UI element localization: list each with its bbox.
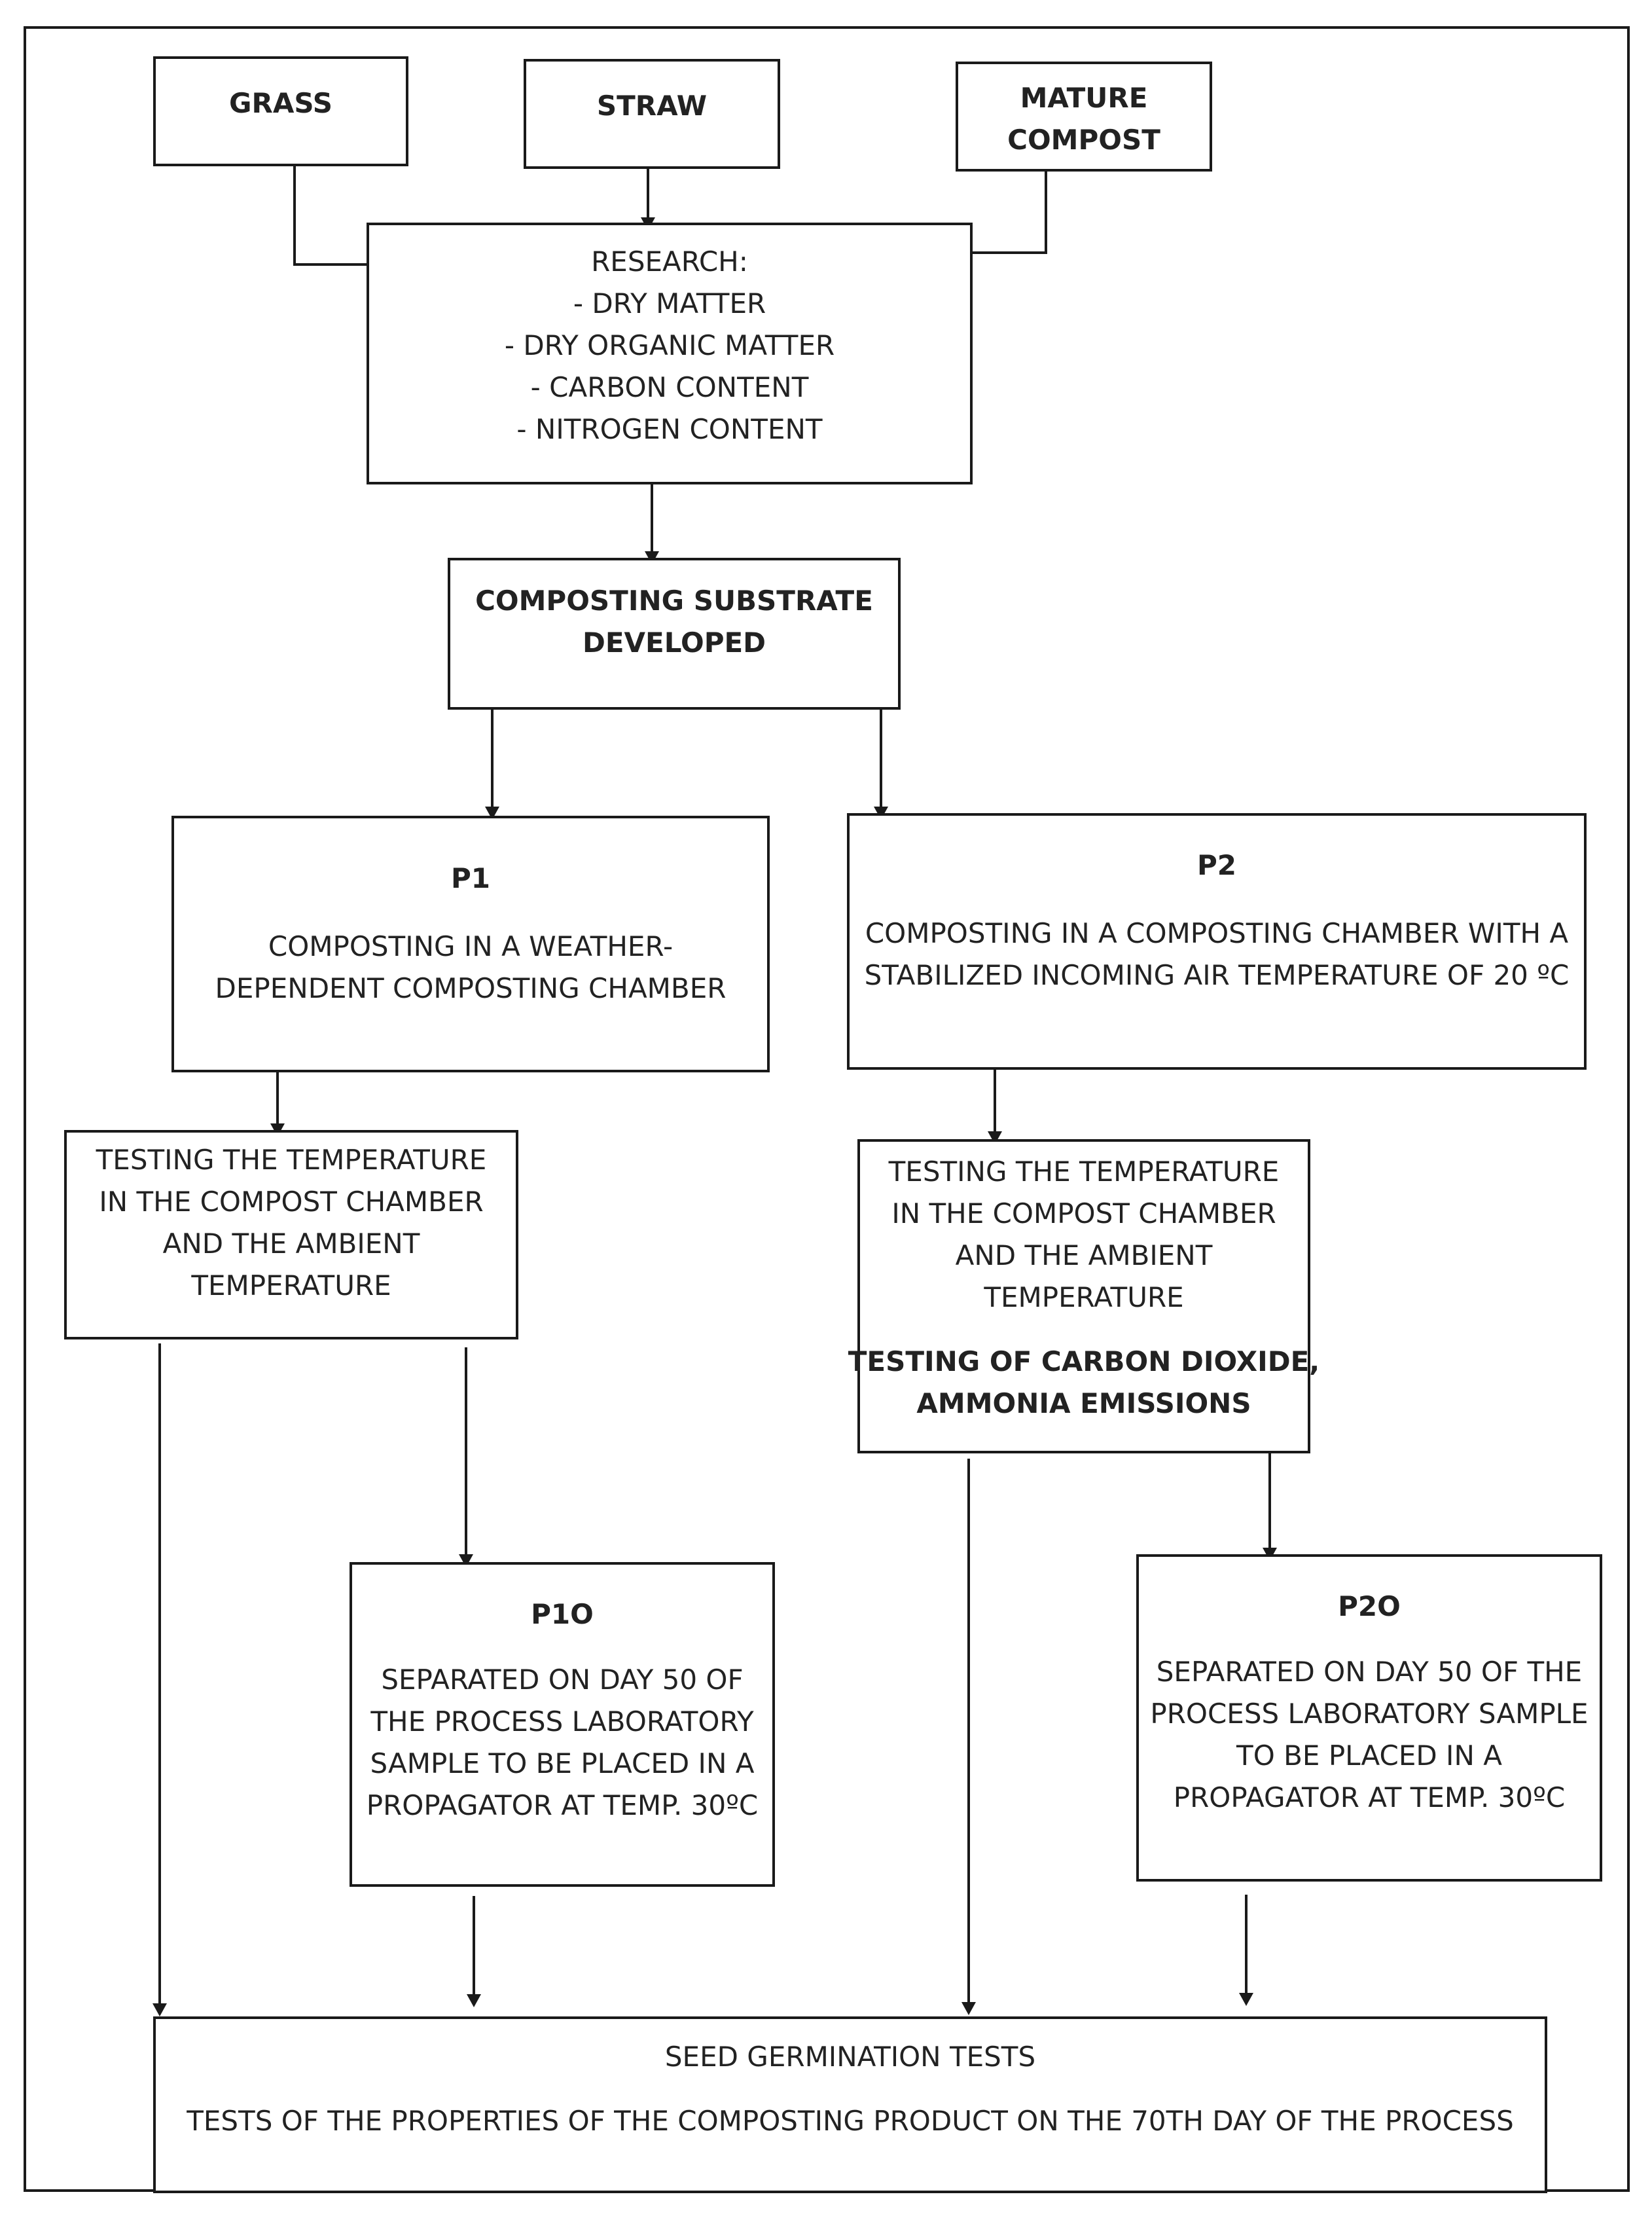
research-box: RESEARCH: - DRY MATTER - DRY ORGANIC MAT…: [367, 223, 973, 484]
research-line-1: RESEARCH:: [591, 246, 748, 278]
final-line-1: SEED GERMINATION TESTS: [664, 2041, 1036, 2073]
p2o-line-4: PROPAGATOR AT TEMP. 30ºC: [1173, 1781, 1566, 1813]
test-p2-line-2: IN THE COMPOST CHAMBER: [891, 1197, 1276, 1229]
p1-line-2: DEPENDENT COMPOSTING CHAMBER: [215, 972, 727, 1004]
research-line-5: - NITROGEN CONTENT: [516, 413, 823, 445]
arrowhead-final-1: [153, 2003, 167, 2016]
grass-box: GRASS: [153, 56, 408, 166]
arrowhead-final-3: [961, 2002, 976, 2015]
p2o-title: P2O: [1338, 1590, 1401, 1622]
substrate-line-2: DEVELOPED: [582, 627, 766, 659]
p1o-line-3: SAMPLE TO BE PLACED IN A: [370, 1747, 755, 1779]
p1o-box: P1O SEPARATED ON DAY 50 OF THE PROCESS L…: [350, 1562, 775, 1887]
arrowhead-p1o: [459, 1554, 473, 1567]
test-p2-line-1: TESTING THE TEMPERATURE: [888, 1156, 1280, 1188]
test-p2-bold-line-2: AMMONIA EMISSIONS: [916, 1387, 1251, 1419]
p2-line-1: COMPOSTING IN A COMPOSTING CHAMBER WITH …: [865, 917, 1569, 949]
p1o-line-2: THE PROCESS LABORATORY: [370, 1705, 754, 1738]
arrow-compost-to-research: [956, 172, 1047, 254]
p2o-line-1: SEPARATED ON DAY 50 OF THE: [1156, 1656, 1583, 1688]
test-p1-line-4: TEMPERATURE: [191, 1269, 391, 1302]
test-p2-line-4: TEMPERATURE: [984, 1281, 1184, 1313]
straw-box: STRAW: [524, 59, 780, 169]
substrate-line-1: COMPOSTING SUBSTRATE: [475, 585, 873, 617]
final-box: SEED GERMINATION TESTS TESTS OF THE PROP…: [153, 2016, 1547, 2193]
arrow-grass-to-research: [293, 166, 370, 266]
p1o-line-4: PROPAGATOR AT TEMP. 30ºC: [366, 1789, 759, 1821]
straw-label: STRAW: [596, 90, 708, 122]
arrowhead-final-2: [467, 1994, 481, 2007]
p1-line-1: COMPOSTING IN A WEATHER-: [268, 930, 673, 962]
p1o-line-1: SEPARATED ON DAY 50 OF: [381, 1664, 744, 1696]
p1-title: P1: [450, 862, 490, 894]
arrowhead-final-4: [1239, 1993, 1253, 2006]
p1o-title: P1O: [531, 1598, 594, 1630]
substrate-box: COMPOSTING SUBSTRATE DEVELOPED: [448, 558, 901, 710]
p2-box: P2 COMPOSTING IN A COMPOSTING CHAMBER WI…: [847, 813, 1587, 1070]
p2o-box: P2O SEPARATED ON DAY 50 OF THE PROCESS L…: [1136, 1554, 1602, 1882]
research-line-3: - DRY ORGANIC MATTER: [504, 329, 835, 361]
test-p1-box: TESTING THE TEMPERATURE IN THE COMPOST C…: [64, 1130, 518, 1339]
mature-compost-line-2: COMPOST: [1007, 124, 1160, 156]
test-p1-line-3: AND THE AMBIENT: [162, 1228, 420, 1260]
final-line-2: TESTS OF THE PROPERTIES OF THE COMPOSTIN…: [187, 2105, 1514, 2137]
p1-box: P1 COMPOSTING IN A WEATHER- DEPENDENT CO…: [171, 816, 770, 1072]
research-line-4: - CARBON CONTENT: [530, 371, 809, 403]
test-p1-line-2: IN THE COMPOST CHAMBER: [99, 1186, 484, 1218]
p2-title: P2: [1196, 849, 1236, 881]
test-p2-bold-line-1: TESTING OF CARBON DIOXIDE,: [848, 1345, 1320, 1377]
mature-compost-line-1: MATURE: [1020, 82, 1148, 114]
test-p1-line-1: TESTING THE TEMPERATURE: [96, 1144, 487, 1176]
research-line-2: - DRY MATTER: [573, 287, 766, 319]
p2-line-2: STABILIZED INCOMING AIR TEMPERATURE OF 2…: [864, 959, 1570, 991]
arrowhead-p1: [485, 807, 499, 820]
mature-compost-box: MATURE COMPOST: [956, 62, 1212, 172]
test-p2-box: TESTING THE TEMPERATURE IN THE COMPOST C…: [848, 1139, 1320, 1453]
p2o-line-3: TO BE PLACED IN A: [1236, 1739, 1502, 1772]
p2o-line-2: PROCESS LABORATORY SAMPLE: [1150, 1698, 1589, 1730]
arrowhead-test-p2: [988, 1131, 1002, 1144]
test-p2-line-3: AND THE AMBIENT: [955, 1239, 1213, 1271]
grass-label: GRASS: [229, 87, 332, 119]
